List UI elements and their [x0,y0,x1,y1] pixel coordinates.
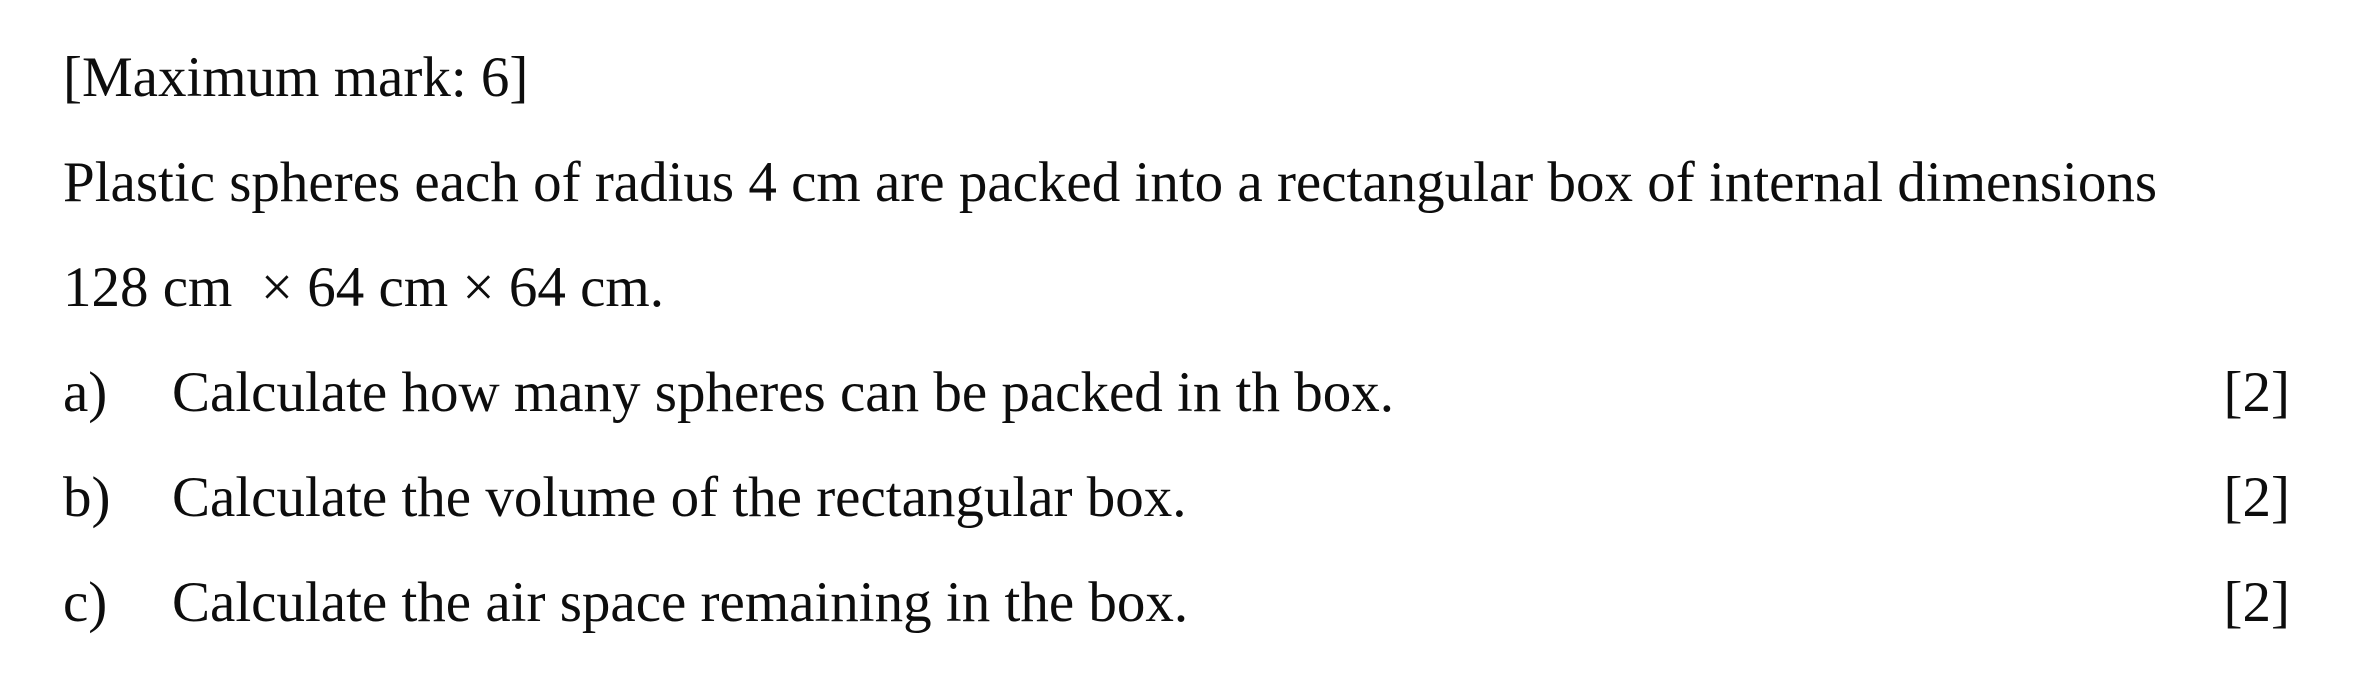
question-text-c: Calculate the air space remaining in the… [172,571,1189,634]
max-mark-line: [Maximum mark: 6] [63,46,529,109]
question-text-b: Calculate the volume of the rectangular … [172,466,1187,529]
intro-line-1: Plastic spheres each of radius 4 cm are … [63,151,2158,214]
question-marks-c: [2] [2223,571,2290,634]
intro-line-2: 128 cm × 64 cm × 64 cm. [63,256,664,319]
question-text-a: Calculate how many spheres can be packed… [172,361,1394,424]
question-row-b: b) Calculate the volume of the rectangul… [63,445,2290,550]
question-row-a: a) Calculate how many spheres can be pac… [63,340,2290,445]
question-label-a: a) [63,361,108,424]
question-label-c: c) [63,571,108,634]
question-marks-b: [2] [2223,466,2290,529]
question-row-c: c) Calculate the air space remaining in … [63,550,2290,655]
question-label-b: b) [63,466,111,529]
question-marks-a: [2] [2223,361,2290,424]
